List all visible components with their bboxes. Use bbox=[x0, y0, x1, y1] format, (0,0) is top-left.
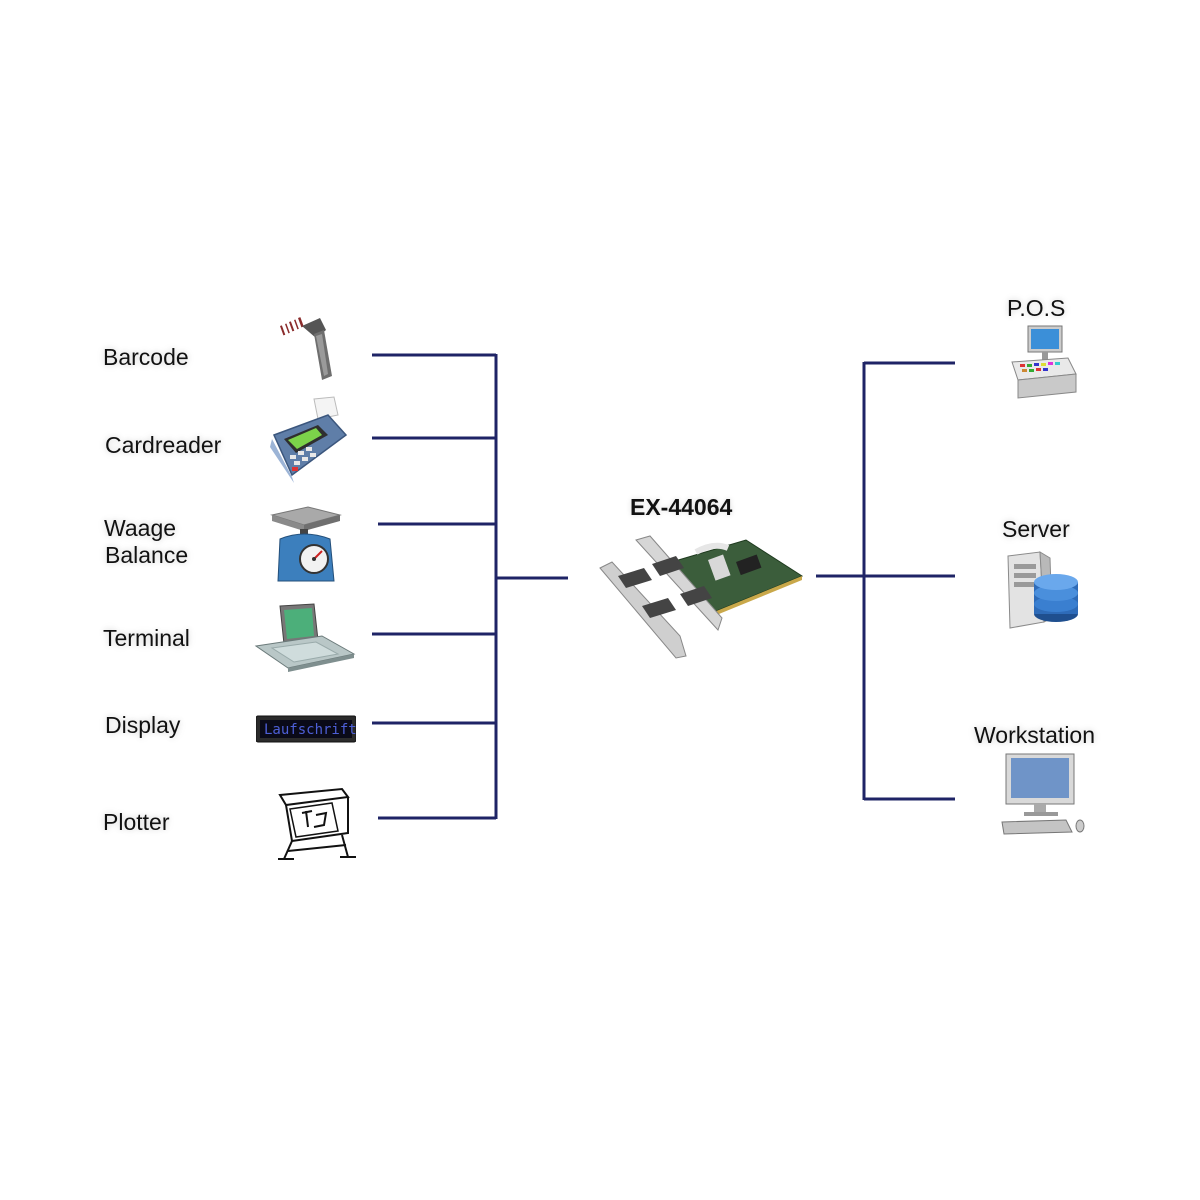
label-pos: P.O.S bbox=[1007, 295, 1066, 321]
label-workstation: Workstation bbox=[974, 722, 1096, 748]
terminal-icon bbox=[254, 603, 356, 672]
label-display: Display bbox=[105, 712, 181, 738]
card-reader-icon bbox=[270, 396, 348, 483]
label-terminal: Terminal bbox=[103, 625, 190, 651]
scale-icon bbox=[270, 506, 342, 582]
pos-register-icon bbox=[1011, 325, 1077, 399]
serial-card-icon bbox=[599, 535, 804, 659]
card-title: EX-44064 bbox=[630, 494, 733, 520]
workstation-icon bbox=[1001, 753, 1085, 835]
label-cardreader: Cardreader bbox=[105, 432, 222, 458]
label-server: Server bbox=[1002, 516, 1070, 542]
label-barcode: Barcode bbox=[103, 344, 189, 370]
barcode-scanner-icon bbox=[280, 317, 332, 380]
display-ticker-text: Laufschrift bbox=[264, 722, 356, 738]
label-balance: Balance bbox=[105, 542, 189, 568]
label-plotter: Plotter bbox=[103, 809, 170, 835]
led-display-icon: Laufschrift bbox=[256, 715, 356, 743]
plotter-icon bbox=[278, 787, 356, 860]
server-icon bbox=[1007, 551, 1078, 629]
label-waage: Waage bbox=[104, 515, 177, 541]
